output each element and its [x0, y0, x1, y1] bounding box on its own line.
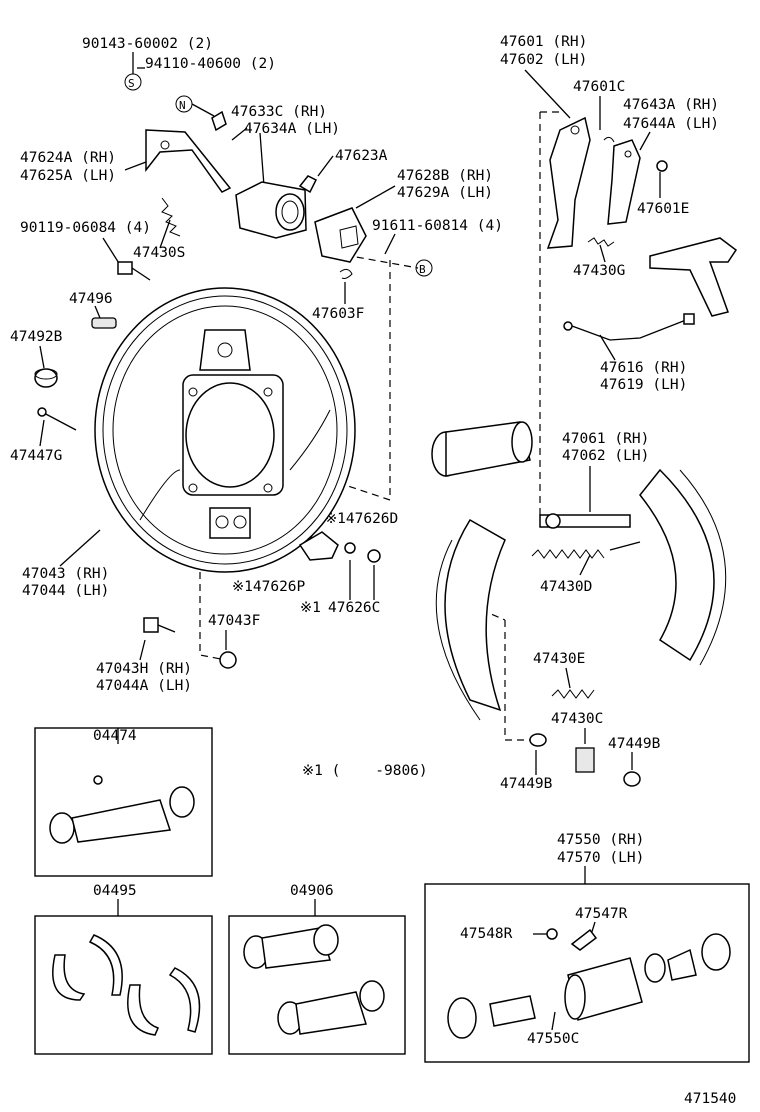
label-47447g: 47447G — [10, 448, 62, 464]
label-47449b-left: 47449B — [500, 776, 553, 792]
label-47624a: 47624A (RH) — [20, 150, 116, 166]
label-47550c: 47550C — [527, 1031, 579, 1047]
bolt-90119 — [117, 261, 151, 281]
label-47430g: 47430G — [573, 263, 625, 279]
label-note: ※1 ( -9806) — [302, 763, 428, 779]
label-04906: 04906 — [290, 883, 334, 899]
marker-b-text: B — [419, 263, 426, 276]
circle-marker-b: B — [415, 259, 433, 277]
label-147626d: ※147626D — [325, 511, 398, 527]
label-47601c: 47601C — [573, 79, 625, 95]
kit-box-04495 — [34, 915, 213, 1055]
backing-plate — [94, 287, 356, 573]
label-04474: 04474 — [93, 728, 137, 744]
label-47043f: 47043F — [208, 613, 260, 629]
label-47603f: 47603F — [312, 306, 364, 322]
label-47547r: 47547R — [575, 906, 628, 922]
label-47625a: 47625A (LH) — [20, 168, 116, 184]
label-47634a: 47634A (LH) — [244, 121, 340, 137]
marker-s-text: S — [128, 77, 135, 90]
label-47061: 47061 (RH) — [562, 431, 649, 447]
clip-47603f — [339, 268, 353, 279]
pin-47496 — [91, 317, 117, 329]
label-471540: 471540 — [684, 1091, 736, 1107]
label-47601e: 47601E — [637, 201, 689, 217]
pin-47447g — [37, 407, 77, 431]
label-47430e: 47430E — [533, 651, 585, 667]
marker-n-text: N — [179, 99, 186, 112]
label-147626p: ※147626P — [232, 579, 306, 595]
circle-marker-s: S — [124, 73, 142, 91]
label-47570: 47570 (LH) — [557, 850, 644, 866]
adjuster-lever-47643a — [607, 139, 668, 225]
parking-lever-47601 — [546, 116, 615, 249]
label-47626c: 47626C — [328, 600, 380, 616]
brake-shoe-right — [639, 468, 727, 666]
label-47629a: 47629A (LH) — [397, 185, 493, 201]
spring-47430d — [531, 541, 641, 559]
parking-lever-bracket — [145, 110, 232, 193]
nut-47043f — [219, 651, 237, 669]
bracket-right — [649, 237, 738, 317]
label-47628b: 47628B (RH) — [397, 168, 493, 184]
label-47492b: 47492B — [10, 329, 63, 345]
wheel-cylinder-box-47550 — [424, 883, 750, 1063]
label-47602: 47602 (LH) — [500, 52, 587, 68]
label-47633c: 47633C (RH) — [231, 104, 327, 120]
label-47643a: 47643A (RH) — [623, 97, 719, 113]
kit-box-04474 — [34, 727, 213, 877]
brake-shoe-left — [435, 518, 506, 721]
label-94110: 94110-40600 (2) — [145, 56, 276, 72]
spring-47430s — [161, 197, 181, 237]
spring-47430g — [587, 237, 615, 247]
label-47601: 47601 (RH) — [500, 34, 587, 50]
circle-marker-n: N — [175, 95, 193, 113]
adjuster-47061 — [539, 513, 631, 529]
plate-147626p — [298, 531, 339, 561]
label-47619: 47619 (LH) — [600, 377, 687, 393]
label-47062: 47062 (LH) — [562, 448, 649, 464]
label-47043: 47043 (RH) — [22, 566, 109, 582]
label-47616: 47616 (RH) — [600, 360, 687, 376]
label-47644a: 47644A (LH) — [623, 116, 719, 132]
part-labels: 90143-60002 (2) 94110-40600 (2) 47633C (… — [10, 34, 736, 1107]
cup-47449b-right — [623, 771, 641, 787]
label-91611: 91611-60814 (4) — [372, 218, 503, 234]
label-90143: 90143-60002 (2) — [82, 36, 213, 52]
label-47043h: 47043H (RH) — [96, 661, 192, 677]
label-47430c: 47430C — [551, 711, 603, 727]
wheel-cylinder-assembly — [431, 421, 533, 477]
kit-box-04906 — [228, 915, 406, 1055]
label-47626c-mark: ※1 — [300, 600, 321, 616]
label-47623a: 47623A — [335, 148, 388, 164]
label-47496: 47496 — [69, 291, 113, 307]
cable-clip-47628b — [314, 207, 367, 263]
spring-47430e — [551, 689, 595, 699]
label-04495: 04495 — [93, 883, 137, 899]
washer-47626c — [344, 542, 381, 563]
label-90119: 90119-06084 (4) — [20, 220, 151, 236]
label-47044: 47044 (LH) — [22, 583, 109, 599]
label-47550: 47550 (RH) — [557, 832, 644, 848]
leader-lines — [39, 52, 661, 1031]
cable-47616 — [563, 313, 695, 341]
label-47430d: 47430D — [540, 579, 592, 595]
cup-47449b-left — [529, 733, 547, 747]
spring-47430c — [575, 747, 595, 773]
label-47548r: 47548R — [460, 926, 513, 942]
label-47430s: 47430S — [133, 245, 185, 261]
label-47044a: 47044A (LH) — [96, 678, 192, 694]
cup-47492b — [34, 368, 58, 388]
label-47449b-right: 47449B — [608, 736, 661, 752]
bolt-47043h — [143, 617, 176, 633]
bellcrank-housing — [235, 175, 318, 239]
